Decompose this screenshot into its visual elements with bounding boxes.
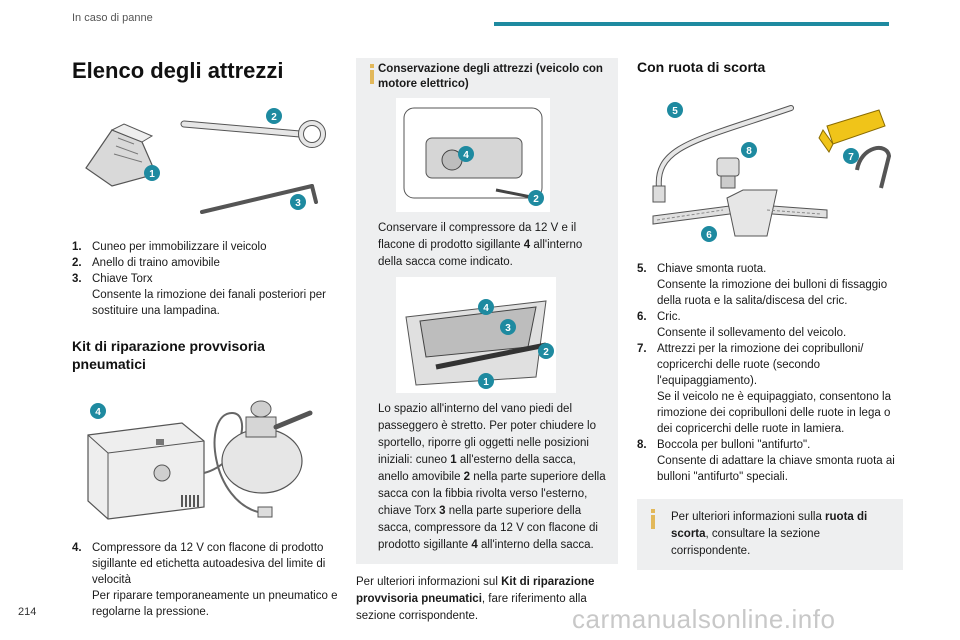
badge-5: 5 bbox=[667, 102, 683, 118]
spare-wheel-tools-illustration: 5 8 7 6 bbox=[652, 102, 892, 242]
list-item: 5. Chiave smonta ruota.Consente la rimoz… bbox=[637, 263, 888, 307]
badge-7: 7 bbox=[843, 148, 859, 164]
svg-text:2: 2 bbox=[543, 347, 549, 358]
compressor-illustration: 4 bbox=[87, 400, 313, 520]
towing-eye-image bbox=[180, 120, 326, 148]
column-spare-wheel: Con ruota di scorta 5 8 7 6 bbox=[637, 58, 903, 570]
storage-box-title: Conservazione degli attrezzi (veicolo co… bbox=[378, 63, 603, 90]
badge-2: 2 bbox=[266, 108, 282, 124]
column-storage: Conservazione degli attrezzi (veicolo co… bbox=[356, 58, 618, 625]
list-item: 7. Attrezzi per la rimozione dei copribu… bbox=[637, 343, 892, 435]
storage-text-1: Conservare il compressore da 12 V e il f… bbox=[378, 222, 583, 268]
cap-removal-tool-image bbox=[818, 109, 892, 189]
badge-6: 6 bbox=[701, 226, 717, 242]
badge-1: 1 bbox=[144, 165, 160, 181]
svg-text:3: 3 bbox=[505, 323, 511, 334]
svg-text:5: 5 bbox=[672, 106, 678, 117]
svg-text:4: 4 bbox=[483, 303, 489, 314]
svg-text:2: 2 bbox=[533, 194, 539, 205]
list-item: 3. Chiave Torx Consente la rimozione dei… bbox=[72, 273, 326, 317]
page-header-section: In caso di panne bbox=[72, 12, 153, 24]
kit-section-title: Kit di riparazione provvisoria pneumatic… bbox=[72, 338, 265, 372]
list-item: 4. Compressore da 12 V con flacone di pr… bbox=[72, 542, 338, 618]
badge-2: 2 bbox=[528, 190, 544, 206]
kit-list: 4. Compressore da 12 V con flacone di pr… bbox=[72, 540, 338, 620]
info-icon bbox=[649, 509, 657, 529]
svg-text:6: 6 bbox=[706, 230, 712, 241]
watermark: carmanualsonline.info bbox=[572, 604, 836, 634]
badge-8: 8 bbox=[741, 142, 757, 158]
spare-wheel-info-box: Per ulteriori informazioni sulla ruota d… bbox=[637, 499, 903, 570]
wheel-brace-image bbox=[652, 105, 794, 203]
torx-key-image bbox=[200, 184, 318, 214]
column-tools-list: Elenco degli attrezzi 1 2 3 1. Cuneo p bbox=[72, 58, 338, 620]
badge-3: 3 bbox=[290, 194, 306, 210]
badge-4: 4 bbox=[90, 403, 106, 419]
svg-text:4: 4 bbox=[95, 407, 101, 418]
antitheft-socket-image bbox=[716, 157, 740, 189]
list-item: 2. Anello di traino amovibile bbox=[72, 257, 220, 269]
badge-4: 4 bbox=[458, 146, 474, 162]
list-item: 8. Boccola per bulloni "antifurto".Conse… bbox=[637, 439, 895, 483]
svg-text:1: 1 bbox=[149, 169, 155, 180]
kit-reference-text: Per ulteriori informazioni sul Kit di ri… bbox=[356, 576, 595, 622]
svg-text:7: 7 bbox=[848, 152, 854, 163]
svg-text:8: 8 bbox=[746, 146, 752, 157]
page-number: 214 bbox=[18, 606, 37, 618]
header-accent-bar bbox=[494, 22, 889, 26]
page-title: Elenco degli attrezzi bbox=[72, 58, 284, 83]
info-icon bbox=[368, 64, 376, 84]
tools-illustration: 1 2 3 bbox=[85, 108, 326, 214]
svg-text:1: 1 bbox=[483, 377, 489, 388]
list-item: 1. Cuneo per immobilizzare il veicolo bbox=[72, 241, 267, 253]
svg-text:3: 3 bbox=[295, 198, 301, 209]
storage-bag-image-2: 4 3 2 1 bbox=[396, 277, 556, 393]
spare-wheel-title: Con ruota di scorta bbox=[637, 59, 766, 75]
wheel-chock-image bbox=[85, 123, 157, 187]
badge-2: 2 bbox=[538, 343, 554, 359]
storage-text-2: Lo spazio all'interno del vano piedi del… bbox=[378, 403, 606, 551]
svg-text:4: 4 bbox=[463, 150, 469, 161]
storage-bag-image-1: 4 2 bbox=[396, 98, 550, 212]
badge-4: 4 bbox=[478, 299, 494, 315]
badge-1: 1 bbox=[478, 373, 494, 389]
tools-list: 1. Cuneo per immobilizzare il veicolo 2.… bbox=[72, 239, 338, 319]
svg-text:2: 2 bbox=[271, 112, 277, 123]
storage-info-box: Conservazione degli attrezzi (veicolo co… bbox=[356, 58, 618, 564]
spare-wheel-info-text: Per ulteriori informazioni sulla ruota d… bbox=[671, 511, 868, 557]
list-item: 6. Cric.Consente il sollevamento del vei… bbox=[637, 311, 847, 339]
spare-wheel-list: 5. Chiave smonta ruota.Consente la rimoz… bbox=[637, 261, 903, 485]
badge-3: 3 bbox=[500, 319, 516, 335]
jack-image bbox=[652, 189, 828, 237]
